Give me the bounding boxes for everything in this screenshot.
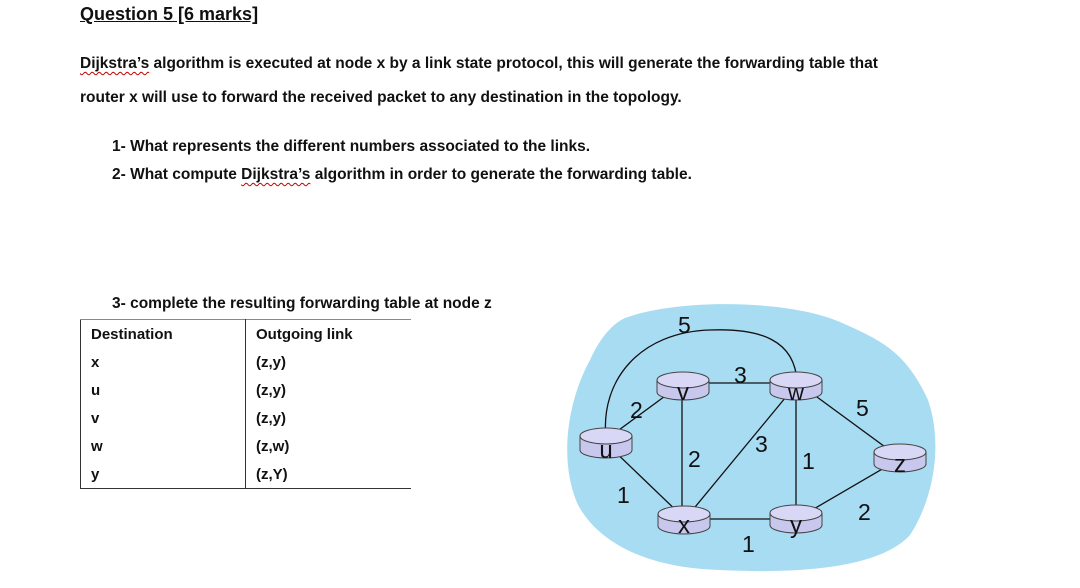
link-u-w (604, 329, 798, 439)
cell-destination: x (80, 348, 246, 376)
router-v-label: v (677, 379, 689, 406)
table-row: u (z,y) (80, 376, 411, 404)
router-x: x (657, 505, 711, 539)
intro-line-2: router x will use to forward the receive… (80, 89, 682, 106)
question-2-dijkstra-word: Dijkstra’s (241, 166, 311, 183)
link-u-x (607, 444, 685, 519)
router-u: u (579, 427, 633, 464)
table-header-row: Destination Outgoing link (80, 319, 411, 348)
table-row: w (z,w) (80, 432, 411, 460)
header-outgoing-link: Outgoing link (245, 319, 411, 348)
table-row: y (z,Y) (80, 460, 411, 489)
cost-u-x: 1 (617, 482, 630, 508)
link-costs: 5 2 3 2 3 1 5 1 1 2 (617, 312, 871, 557)
router-y: y (769, 504, 823, 539)
cell-outgoing-link: (z,w) (245, 432, 411, 460)
router-w: w (769, 371, 823, 405)
network-cloud (567, 304, 936, 572)
cell-destination: y (80, 460, 246, 489)
question-1: 1- What represents the different numbers… (112, 138, 591, 155)
routers: u v w x y z (579, 371, 927, 539)
cost-u-w: 5 (678, 312, 691, 338)
router-u-label: u (599, 437, 612, 464)
intro-line-1-text: algorithm is executed at node x by a lin… (149, 55, 878, 72)
question-2: 2- What compute Dijkstra’s algorithm in … (112, 166, 692, 184)
link-x-w (685, 385, 796, 519)
router-z: z (873, 443, 927, 478)
table-row: x (z,y) (80, 348, 411, 376)
cost-w-y: 1 (802, 448, 815, 474)
cost-w-z: 5 (856, 395, 869, 421)
cell-outgoing-link: (z,y) (245, 348, 411, 376)
cell-outgoing-link: (z,Y) (245, 460, 411, 489)
router-y-label: y (790, 512, 802, 539)
cost-v-w: 3 (734, 362, 747, 388)
cell-destination: v (80, 404, 246, 432)
cost-x-y: 1 (742, 531, 755, 557)
intro-dijkstra-word: Dijkstra’s (80, 55, 150, 72)
cost-v-x: 2 (688, 446, 701, 472)
router-v: v (656, 371, 710, 406)
cost-u-v: 2 (630, 397, 643, 423)
link-w-z (801, 385, 897, 456)
forwarding-table: Destination Outgoing link x (z,y) u (z,y… (80, 319, 411, 489)
header-destination: Destination (80, 319, 246, 348)
question-heading: Question 5 [6 marks] (80, 4, 259, 24)
cell-destination: u (80, 376, 246, 404)
table-title: 3- complete the resulting forwarding tab… (112, 295, 492, 312)
table-row: v (z,y) (80, 404, 411, 432)
cell-outgoing-link: (z,y) (245, 376, 411, 404)
cost-x-w: 3 (755, 431, 768, 457)
network-topology-diagram: u v w x y z 5 2 3 2 (567, 304, 936, 572)
question-2-pre: 2- What compute (112, 166, 242, 183)
cost-y-z: 2 (858, 499, 871, 525)
router-w-label: w (787, 380, 804, 405)
router-z-label: z (894, 451, 906, 478)
cell-destination: w (80, 432, 246, 460)
question-2-post: algorithm in order to generate the forwa… (310, 166, 692, 183)
intro-line-1: Dijkstra’s algorithm is executed at node… (80, 55, 878, 73)
cell-outgoing-link: (z,y) (245, 404, 411, 432)
router-x-label: x (678, 512, 690, 539)
